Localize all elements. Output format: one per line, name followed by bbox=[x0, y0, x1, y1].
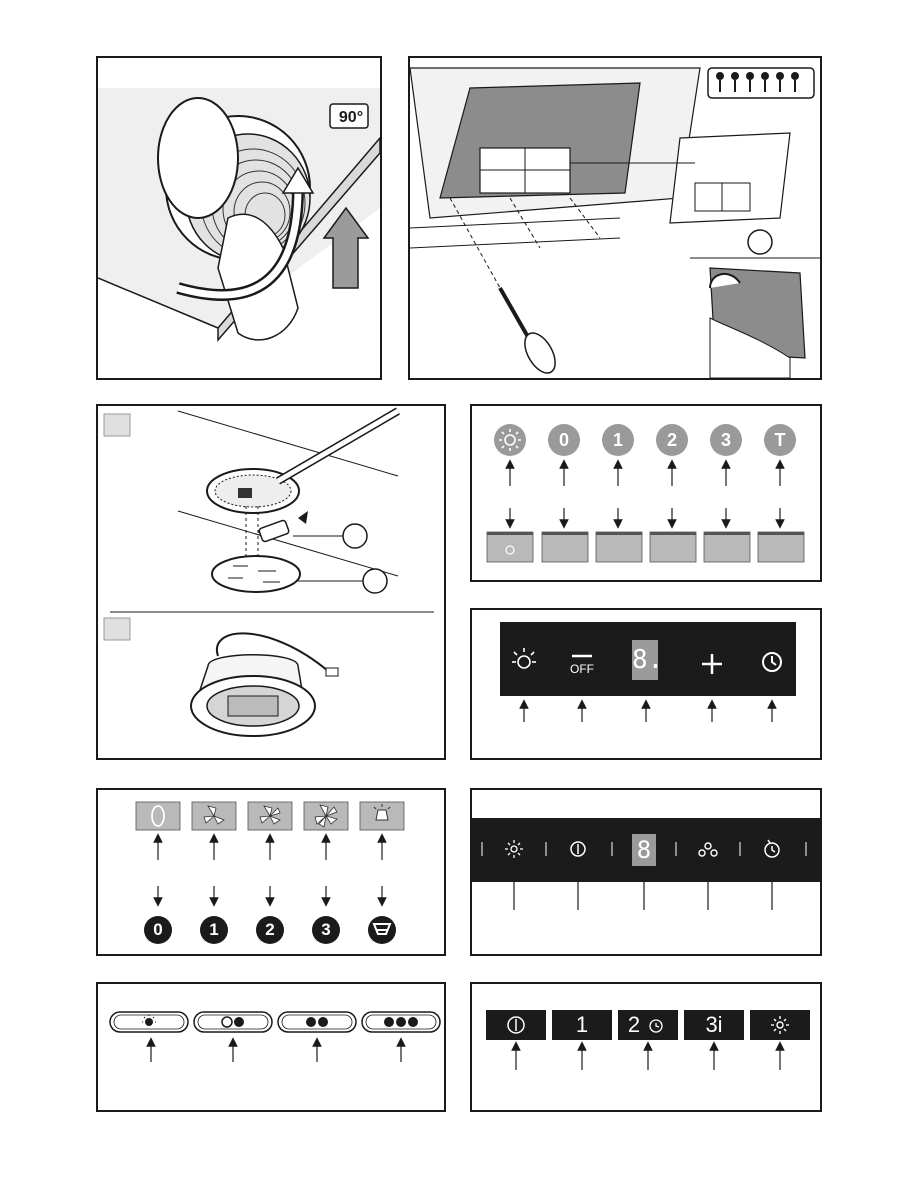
pill-buttons-illustration bbox=[98, 984, 444, 1110]
circle-button-2[interactable]: 2 bbox=[256, 916, 284, 944]
screws-box bbox=[708, 68, 814, 98]
figure-black-keys: 1 2 3i bbox=[470, 982, 822, 1112]
figure-pill-buttons bbox=[96, 982, 446, 1112]
power-icon bbox=[508, 1017, 524, 1033]
speed-3-dot-c bbox=[408, 1017, 418, 1027]
speed-1-dot bbox=[234, 1017, 244, 1027]
circle-button-1[interactable]: 1 bbox=[200, 916, 228, 944]
fan-icon bbox=[699, 843, 717, 856]
lamp-replacement-illustration bbox=[98, 406, 444, 758]
key-speed-1-label: 1 bbox=[552, 1010, 612, 1040]
step-b-label bbox=[104, 618, 130, 640]
figure-control-buttons-round: 0 1 2 3 T bbox=[470, 404, 822, 582]
figure-filter-rotation: 90° bbox=[96, 56, 382, 380]
speed-3-dot-a bbox=[384, 1017, 394, 1027]
figure-black-strip-panel: 8 bbox=[470, 788, 822, 956]
button-speed-3[interactable]: 3 bbox=[710, 424, 742, 456]
screw-installation-illustration bbox=[410, 58, 820, 378]
light-icon bbox=[512, 648, 536, 668]
plus-icon bbox=[702, 654, 722, 674]
speed-3-dot-b bbox=[396, 1017, 406, 1027]
filter-rotation-illustration bbox=[98, 58, 380, 378]
button-speed-0[interactable]: 0 bbox=[548, 424, 580, 456]
speed-2-dot-a bbox=[306, 1017, 316, 1027]
step-a-label bbox=[104, 414, 130, 436]
power-icon bbox=[571, 842, 585, 856]
round-buttons-row bbox=[494, 424, 796, 456]
digit-display-value: 8 bbox=[632, 834, 656, 866]
key-speed-2-label: 2 bbox=[622, 1010, 646, 1040]
digit-display-value: 8. bbox=[632, 640, 658, 680]
button-speed-2[interactable]: 2 bbox=[656, 424, 688, 456]
off-button-label[interactable]: OFF bbox=[564, 662, 600, 676]
button-speed-1[interactable]: 1 bbox=[602, 424, 634, 456]
timer-small-icon bbox=[650, 1020, 662, 1032]
figure-screw-installation bbox=[408, 56, 822, 380]
touch-panel-illustration bbox=[472, 610, 820, 758]
speed-2-dot-b bbox=[318, 1017, 328, 1027]
light-icon bbox=[505, 840, 523, 858]
light-icon bbox=[771, 1016, 789, 1034]
circle-button-0[interactable]: 0 bbox=[144, 916, 172, 944]
circle-button-3[interactable]: 3 bbox=[312, 916, 340, 944]
callout-b-label bbox=[363, 569, 387, 593]
figure-touch-panel-off: OFF 8. bbox=[470, 608, 822, 760]
key-speed-3i-label: 3i bbox=[684, 1010, 744, 1040]
timer-icon bbox=[763, 653, 781, 671]
black-keys-illustration bbox=[472, 984, 820, 1110]
timer-icon bbox=[765, 840, 779, 857]
angle-badge: 90° bbox=[332, 107, 370, 131]
grey-keys-row bbox=[487, 532, 804, 562]
callout-a-label bbox=[343, 524, 367, 548]
figure-fan-keys-circles: 0 1 2 3 bbox=[96, 788, 446, 956]
button-timer[interactable]: T bbox=[764, 424, 796, 456]
figure-lamp-replacement bbox=[96, 404, 446, 760]
black-strip-illustration bbox=[472, 790, 820, 954]
